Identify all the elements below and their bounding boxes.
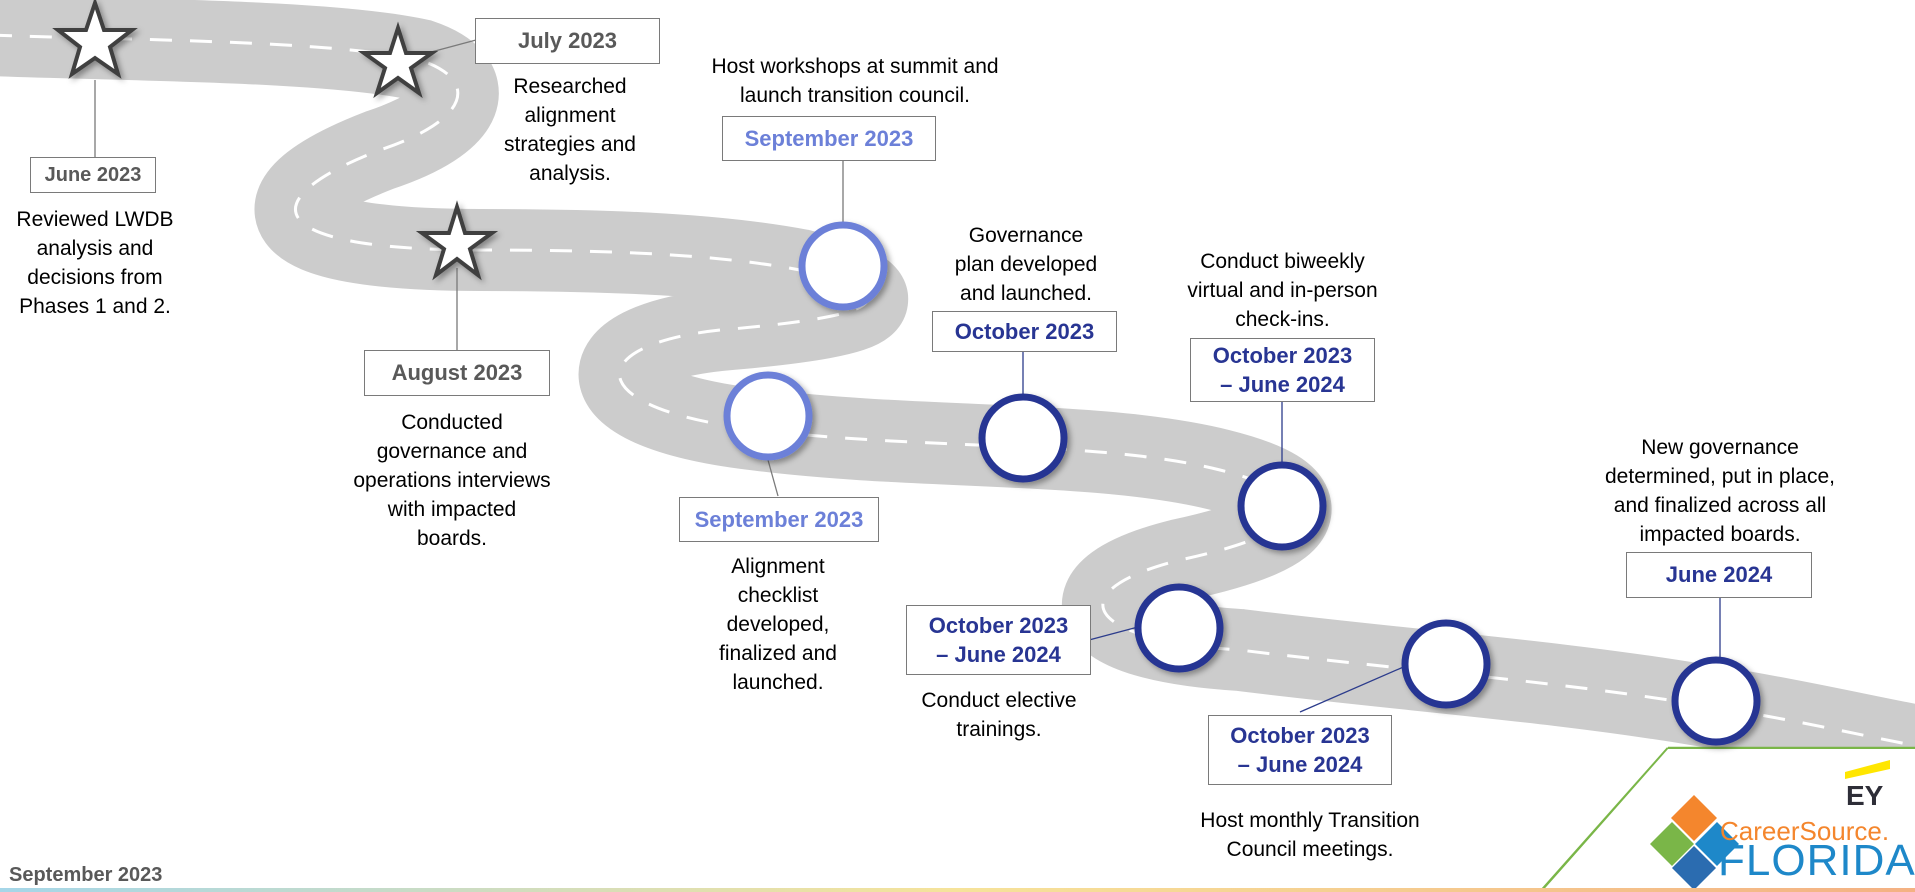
milestone-date-september-2023-a: September 2023 <box>722 116 936 161</box>
footer-date: September 2023 <box>9 864 163 886</box>
milestone-description: Researched alignment strategies and anal… <box>504 75 636 185</box>
milestone-date-june-2024: June 2024 <box>1626 552 1812 598</box>
milestone-description: Conduct elective trainings. <box>921 689 1077 741</box>
milestone-date-oct-jun-council: October 2023 – June 2024 <box>1208 715 1392 785</box>
florida-logo-text: FLORIDA <box>1718 836 1915 885</box>
upcoming-milestone-marker <box>1401 619 1491 709</box>
milestone-description: Host monthly Transition Council meetings… <box>1200 809 1420 861</box>
milestone-description: Conduct biweekly virtual and in-person c… <box>1187 250 1378 331</box>
milestone-date-september-2023-b: September 2023 <box>679 497 879 542</box>
ey-logo: EY <box>1846 780 1884 811</box>
milestone-description: Host workshops at summit and launch tran… <box>711 55 999 107</box>
corner-green-line <box>1539 747 1669 892</box>
milestone-date-oct-jun-checkins: October 2023 – June 2024 <box>1190 338 1375 402</box>
logo-diamond-navy <box>1672 846 1716 890</box>
milestone-description: Governance plan developed and launched. <box>954 224 1098 305</box>
logo-diamond-orange <box>1671 795 1717 841</box>
careersource-logo-text: CareerSource. <box>1720 816 1890 846</box>
connector-line <box>1299 664 1409 713</box>
logo-panel <box>1542 749 1915 892</box>
road-center-line <box>0 33 1915 748</box>
milestone-date-oct-jun-trainings: October 2023 – June 2024 <box>906 605 1091 675</box>
milestone-description: Reviewed LWDB analysis and decisions fro… <box>16 208 174 318</box>
current-milestone-marker <box>723 371 813 461</box>
upcoming-milestone-marker <box>978 393 1068 483</box>
milestone-date-august-2023: August 2023 <box>364 350 550 396</box>
milestone-date-june-2023: June 2023 <box>30 157 156 193</box>
upcoming-milestone-marker <box>1134 583 1224 673</box>
star-icon <box>52 0 138 79</box>
connector-line <box>767 459 779 497</box>
milestone-date-october-2023: October 2023 <box>932 311 1117 352</box>
milestone-date-july-2023: July 2023 <box>475 18 660 64</box>
current-milestone-marker <box>798 221 888 311</box>
star-icon <box>357 21 439 99</box>
connector-line <box>1088 626 1139 641</box>
milestone-description: New governance determined, put in place,… <box>1605 436 1835 546</box>
upcoming-milestone-marker <box>1671 656 1761 746</box>
star-icon <box>415 200 499 281</box>
upcoming-milestone-marker <box>1237 461 1327 551</box>
ey-beam-icon <box>1845 760 1890 779</box>
milestone-description: Alignment checklist developed, finalized… <box>719 555 837 694</box>
logo-diamond-blue <box>1695 822 1739 866</box>
logo-diamond-green <box>1650 822 1694 866</box>
bottom-color-strip <box>0 888 1915 892</box>
milestone-description: Conducted governance and operations inte… <box>353 411 551 550</box>
